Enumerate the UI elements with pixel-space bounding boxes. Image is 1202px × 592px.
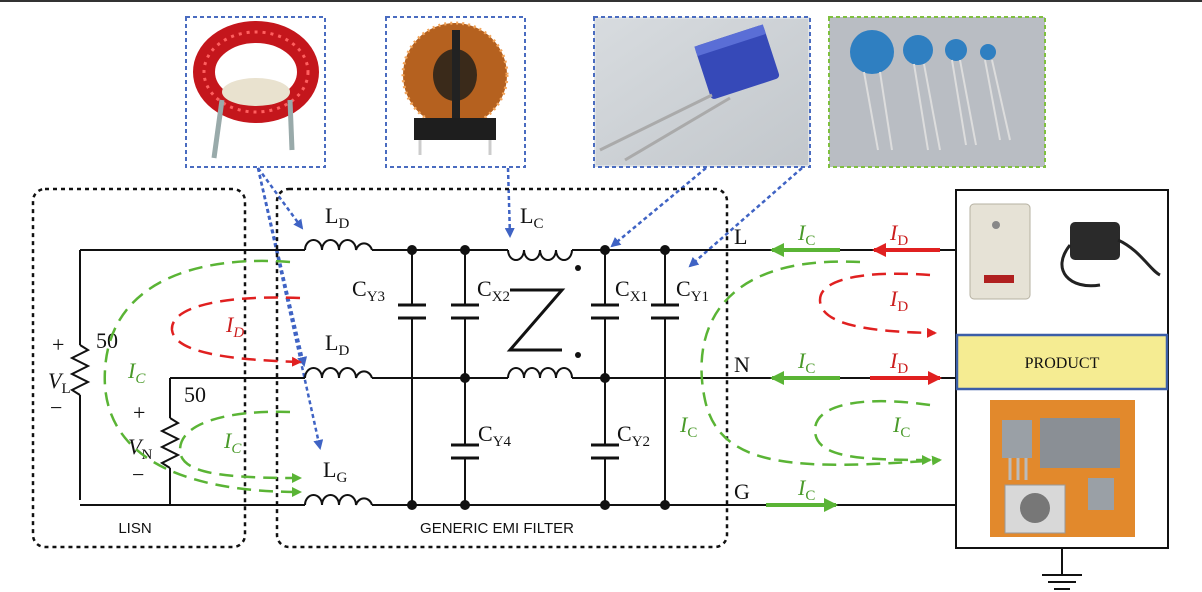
common-mode-choke-bottom (507, 352, 581, 379)
line-n-label: N (734, 352, 750, 377)
cy3-label: CY3 (352, 276, 385, 305)
schematic-wires (79, 249, 956, 506)
product-label-box (955, 333, 1169, 391)
vn-minus: − (132, 462, 144, 487)
id-label-product-loop: ID (889, 286, 908, 315)
ic-label-filter: IC (679, 412, 697, 441)
ups-and-power-adapter-photo (969, 203, 1161, 300)
id-label-l: ID (889, 220, 908, 249)
cx1-label: CX1 (615, 276, 648, 305)
cy2-label: CY2 (617, 421, 650, 450)
line-l-label: L (734, 224, 747, 249)
cy4-label: CY4 (478, 421, 512, 450)
lisn-differential-current-path (170, 296, 302, 367)
ic-label-l: IC (797, 220, 815, 249)
product-label: PRODUCT (1025, 355, 1100, 372)
ic-label-n: IC (797, 348, 815, 377)
id-label-n: ID (889, 348, 908, 377)
lc-label: LC (520, 203, 543, 232)
photo-leader-lines (256, 167, 803, 450)
id-label-lisn: ID (225, 312, 244, 341)
ground-symbol (1042, 548, 1082, 590)
ic-prime-label-lisn: IC (127, 358, 146, 387)
lisn-common-mode-current-paths (103, 259, 302, 497)
inductor-lg (304, 494, 373, 506)
inductor-ld-top (304, 239, 373, 251)
cx2-label: CX2 (477, 276, 510, 305)
common-mode-choke-top (507, 249, 581, 271)
inductor-ld-mid (304, 367, 373, 379)
vl-label: VL (48, 368, 71, 397)
vl-plus: + (52, 332, 64, 357)
capacitor-plates (398, 303, 679, 460)
power-electronics-photo (990, 400, 1135, 537)
vl-minus: − (50, 395, 62, 420)
line-g-label: G (734, 479, 750, 504)
toroid-differential-inductor-photo (185, 16, 326, 168)
junction-dots (407, 245, 670, 510)
ld-mid-label: LD (325, 330, 349, 359)
lisn-label: LISN (118, 520, 151, 537)
product-common-mode-current-paths (700, 260, 942, 466)
ic-label-g: IC (797, 475, 815, 504)
common-mode-choke-photo (385, 16, 526, 168)
filter-label: GENERIC EMI FILTER (420, 520, 574, 537)
ld-top-label: LD (325, 203, 349, 232)
filter-box (275, 187, 729, 549)
cy1-label: CY1 (676, 276, 709, 305)
y-capacitors-photo (828, 16, 1046, 168)
lisn-resistor-bottom (159, 417, 181, 469)
lisn-resistor-top (69, 344, 91, 396)
lisn-box (31, 187, 247, 549)
product-panel: PRODUCT (955, 189, 1169, 549)
product-differential-current-path (818, 272, 937, 338)
lisn-r-bottom-value: 50 (184, 382, 206, 407)
line-current-arrows (766, 243, 942, 512)
vn-plus: + (133, 400, 145, 425)
vn-label: VN (128, 434, 152, 463)
x-capacitor-photo (593, 16, 811, 168)
ic-label-lisn: IC (223, 428, 242, 457)
lg-label: LG (323, 457, 347, 486)
ic-label-product-loop: IC (892, 412, 910, 441)
